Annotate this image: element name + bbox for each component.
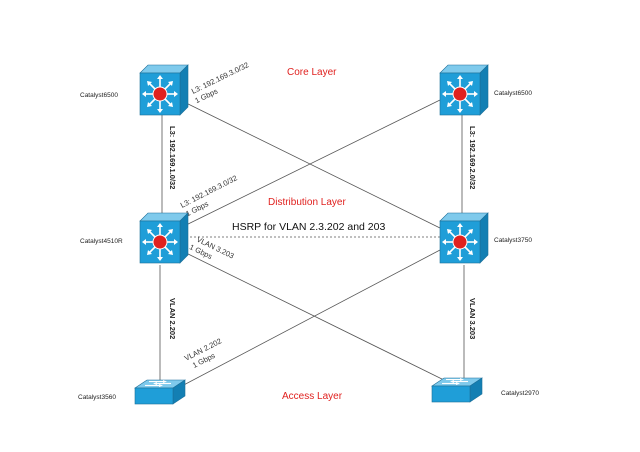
device-dist-left[interactable]: Catalyst4510R [80, 212, 189, 264]
link-label-core-right-dist-right: L3: 192.169.2.0/32 [468, 126, 477, 189]
device-label: Catalyst6500 [80, 92, 118, 99]
device-label: Catalyst4510R [80, 238, 123, 245]
device-label: Catalyst3560 [78, 394, 116, 401]
link-label-dist-left-core-right: L3: 192.169.3.0/32 1 Gbps [179, 173, 239, 218]
workgroup-switch-icon [134, 379, 186, 405]
link-label-access-left-dist-right: VLAN 2.202 1 Gbps [183, 336, 223, 369]
link-label-line1: L3: 192.169.3.0/32 [179, 173, 239, 209]
link-label-dist-left-access-right: VLAN 3.203 1 Gbps [188, 235, 235, 261]
multilayer-switch-icon [439, 212, 489, 264]
device-label: Catalyst6500 [494, 90, 532, 97]
core-layer-label: Core Layer [287, 67, 337, 78]
hsrp-label: HSRP for VLAN 2.3.202 and 203 [232, 221, 385, 233]
link-label-core-left-dist-left: L3: 192.169.1.0/32 [168, 126, 177, 189]
link-label-dist-left-access-left: VLAN 2.202 [168, 298, 177, 339]
device-label: Catalyst3750 [494, 237, 532, 244]
device-access-right[interactable]: Catalyst2970 [431, 377, 539, 403]
link-label-dist-right-access-right: VLAN 3.203 [468, 298, 477, 339]
link-dist-left-core-right [179, 99, 441, 229]
links [159, 99, 465, 389]
link-access-left-dist-right [177, 249, 441, 389]
workgroup-switch-icon [431, 377, 483, 403]
multilayer-switch-icon [139, 212, 189, 264]
multilayer-switch-icon [439, 64, 489, 116]
link-label-line1: L3: 192.169.3.0/32 [190, 60, 250, 96]
device-label: Catalyst2970 [501, 390, 539, 397]
access-layer-label: Access Layer [282, 391, 343, 402]
multilayer-switch-icon [139, 64, 189, 116]
device-access-left[interactable]: Catalyst3560 [78, 379, 186, 405]
device-core-left[interactable]: Catalyst6500 [80, 64, 189, 116]
distribution-layer-label: Distribution Layer [268, 197, 346, 208]
link-label-core-left-dist-right: L3: 192.169.3.0/32 1 Gbps [190, 60, 250, 105]
device-dist-right[interactable]: Catalyst3750 [439, 212, 532, 264]
device-core-right[interactable]: Catalyst6500 [439, 64, 532, 116]
